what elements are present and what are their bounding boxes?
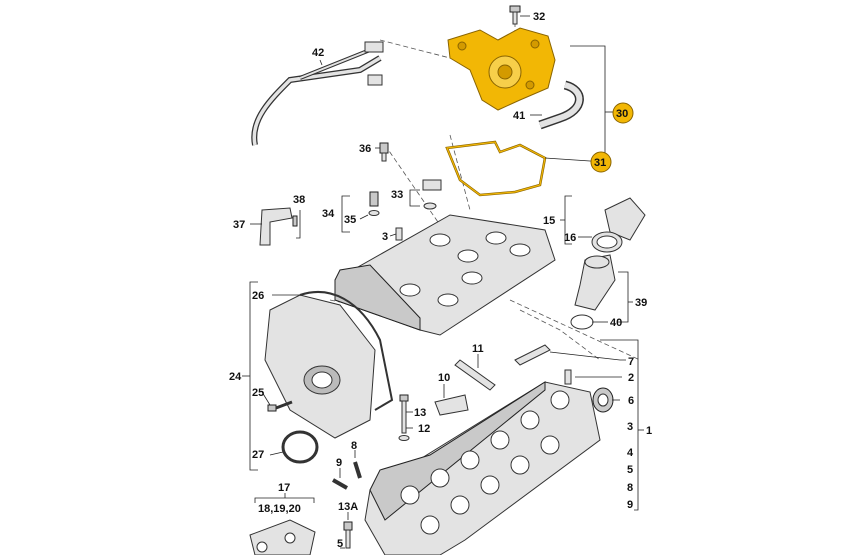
breather-pipe-part xyxy=(251,41,384,146)
callout-24: 24 xyxy=(229,371,242,383)
callout-13: 13 xyxy=(414,407,426,419)
callout-16: 16 xyxy=(564,232,576,244)
callout-10: 10 xyxy=(438,372,450,384)
callout-17: 17 xyxy=(278,482,290,494)
leader-lines xyxy=(242,15,644,549)
callout-9-left: 9 xyxy=(336,457,342,469)
small-components xyxy=(434,344,614,416)
bracket-part xyxy=(249,519,316,555)
callout-40: 40 xyxy=(610,317,622,329)
callout-5: 5 xyxy=(627,464,633,476)
bolts-and-studs xyxy=(332,394,410,549)
cylinder-head-part xyxy=(364,381,601,555)
oil-separator-part xyxy=(447,27,556,111)
callout-41: 41 xyxy=(513,110,525,122)
callout-8-left: 8 xyxy=(351,440,357,452)
callout-labels: 32 42 41 30 31 36 38 33 34 35 37 3 15 16… xyxy=(229,11,652,550)
callout-3-lower: 3 xyxy=(627,421,633,433)
callout-11: 11 xyxy=(472,343,484,355)
callout-26: 26 xyxy=(252,290,264,302)
filler-cap-part xyxy=(591,197,646,253)
highlight-marker-31 xyxy=(590,151,612,173)
callout-31: 31 xyxy=(594,157,606,169)
callout-2: 2 xyxy=(628,372,634,384)
timing-cover-part xyxy=(264,291,394,439)
callout-38: 38 xyxy=(293,194,305,206)
callout-8-right: 8 xyxy=(627,482,633,494)
callout-30: 30 xyxy=(616,108,628,120)
callout-39: 39 xyxy=(635,297,647,309)
callout-25: 25 xyxy=(252,387,264,399)
callout-42: 42 xyxy=(312,47,324,59)
callout-5-bottom: 5 xyxy=(337,538,343,550)
small-fittings xyxy=(259,142,442,246)
callout-7: 7 xyxy=(628,356,634,368)
callout-4: 4 xyxy=(627,447,634,459)
callout-9-right: 9 xyxy=(627,499,633,511)
callout-1: 1 xyxy=(646,425,652,437)
callout-33: 33 xyxy=(391,189,403,201)
filler-neck-part xyxy=(570,254,616,330)
cylinder-head-cover-part xyxy=(334,214,556,336)
callout-34: 34 xyxy=(322,208,335,220)
callout-6: 6 xyxy=(628,395,634,407)
seal-ring-part xyxy=(281,430,319,464)
callout-12: 12 xyxy=(418,423,430,435)
bolt-part xyxy=(267,400,293,412)
callout-27: 27 xyxy=(252,449,264,461)
callout-3-upper: 3 xyxy=(382,231,388,243)
highlight-marker-30 xyxy=(612,102,634,124)
callout-36: 36 xyxy=(359,143,371,155)
callout-37: 37 xyxy=(233,219,245,231)
screw-part xyxy=(509,5,521,25)
callout-13a: 13A xyxy=(338,501,358,513)
callout-18-19-20: 18,19,20 xyxy=(258,503,301,515)
callout-15: 15 xyxy=(543,215,555,227)
callout-35: 35 xyxy=(344,214,356,226)
callout-32: 32 xyxy=(533,11,545,23)
